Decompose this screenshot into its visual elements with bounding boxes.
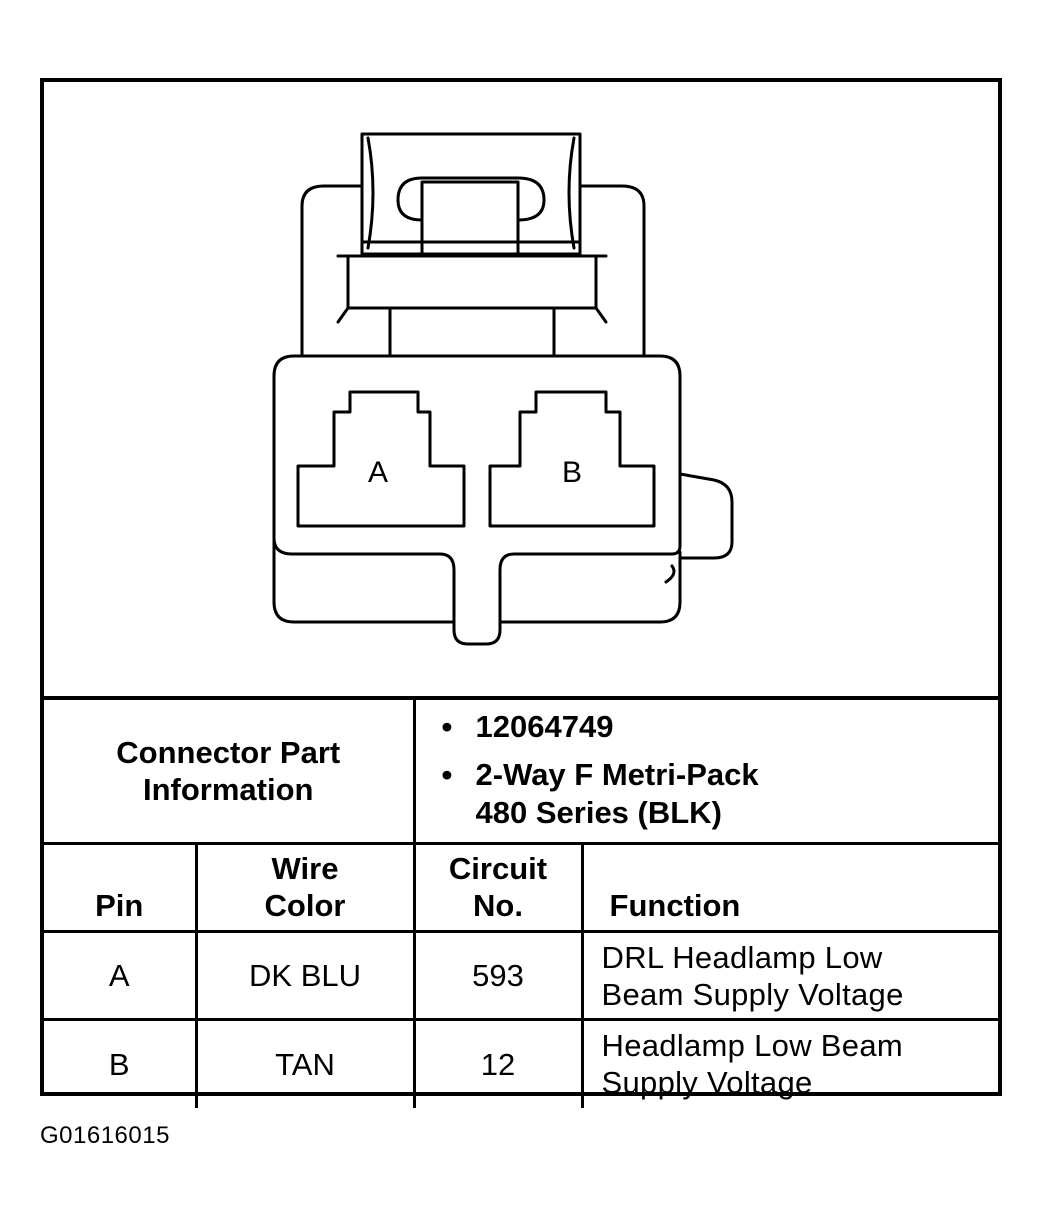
connector-part-label-cell: Connector Part Information (44, 696, 416, 845)
connector-illustration: A B (272, 132, 734, 646)
connector-part-label-line1: Connector Part (116, 735, 341, 770)
connector-part-list: • 12064749 • 2-Way F Metri-Pack 480 Seri… (416, 708, 1003, 832)
connector-part-item: • 2-Way F Metri-Pack 480 Series (BLK) (442, 756, 1003, 832)
front-body (272, 354, 682, 646)
pin-label-b: B (562, 456, 582, 489)
connector-drawing: A B (44, 82, 998, 696)
figure-code: G01616015 (40, 1122, 170, 1149)
column-header-row: Pin Wire Color Circuit No. Function (44, 842, 1003, 933)
part-number: 12064749 (475, 709, 614, 744)
lock-bar (346, 254, 598, 310)
row-b-pin: B (44, 1018, 198, 1108)
connector-info-table: Connector Part Information • 12064749 • … (44, 696, 1003, 1108)
row-b-function: Headlamp Low Beam Supply Voltage (580, 1018, 1003, 1108)
header-function-text: Function (609, 888, 741, 923)
table-row: A DK BLU 593 DRL Headlamp Low Beam Suppl… (44, 930, 1003, 1021)
latch-left-curve (366, 136, 375, 250)
side-ear (678, 472, 734, 560)
header-circuit-line2: No. (473, 888, 523, 923)
row-b-wire-color: TAN (194, 1018, 416, 1108)
header-wire-color: Wire Color (194, 842, 416, 933)
rear-body (300, 184, 364, 358)
latch-outline (360, 132, 582, 256)
row-b-function-line1: Headlamp Low Beam (601, 1028, 903, 1064)
connector-type-line2: 480 Series (BLK) (475, 795, 722, 830)
row-a-function-line1: DRL Headlamp Low (601, 939, 883, 975)
bullet-icon: • (441, 757, 453, 792)
connector-part-item: • 12064749 (442, 708, 1003, 746)
row-a-function: DRL Headlamp Low Beam Supply Voltage (580, 930, 1003, 1021)
row-a-wire-color: DK BLU (194, 930, 416, 1021)
row-a-function-line2: Beam Supply Voltage (601, 976, 904, 1012)
connector-figure-frame: A B Connector Part Information • 1206474… (40, 78, 1003, 1108)
connector-part-info-cell: • 12064749 • 2-Way F Metri-Pack 480 Seri… (412, 696, 1003, 845)
bullet-icon: • (441, 709, 453, 744)
header-wire-line1: Wire (271, 851, 339, 886)
row-b-function-line2: Supply Voltage (601, 1065, 813, 1101)
latch-right-curve (567, 136, 576, 250)
header-function: Function (580, 842, 1003, 933)
row-a-circuit: 593 (412, 930, 584, 1021)
pin-cavity-b (488, 390, 656, 528)
header-pin-text: Pin (95, 888, 144, 923)
row-a-pin: A (44, 930, 198, 1021)
header-circuit-line1: Circuit (448, 851, 548, 886)
pin-label-a: A (368, 456, 388, 489)
pin-cavity-a (296, 390, 466, 528)
table-row: B TAN 12 Headlamp Low Beam Supply Voltag… (44, 1018, 1003, 1108)
connector-part-label-line2: Information (143, 772, 314, 807)
latch-tab (420, 180, 520, 256)
row-b-circuit: 12 (412, 1018, 584, 1108)
lower-skirt (272, 536, 456, 624)
header-pin: Pin (44, 842, 198, 933)
header-circuit-no: Circuit No. (412, 842, 584, 933)
header-wire-line2: Color (264, 888, 346, 923)
connector-part-row: Connector Part Information • 12064749 • … (44, 696, 1003, 845)
connector-type-line1: 2-Way F Metri-Pack (475, 757, 759, 792)
